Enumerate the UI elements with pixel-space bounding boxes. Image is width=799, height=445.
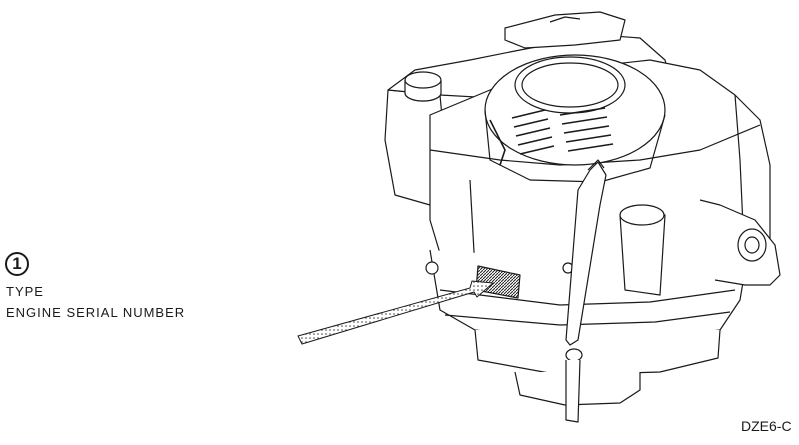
fuel-cap	[404, 71, 442, 102]
leader-arrow	[297, 280, 495, 345]
engine-serial-number-label: ENGINE SERIAL NUMBER	[6, 305, 186, 320]
type-label: TYPE	[6, 284, 44, 299]
vent-slots	[489, 107, 614, 166]
dipstick-tube	[565, 159, 607, 423]
muffler	[619, 199, 781, 296]
callout-number-badge: 1	[5, 252, 29, 276]
recoil-starter	[484, 54, 666, 183]
figure-reference-code: DZE6-C	[741, 418, 792, 434]
